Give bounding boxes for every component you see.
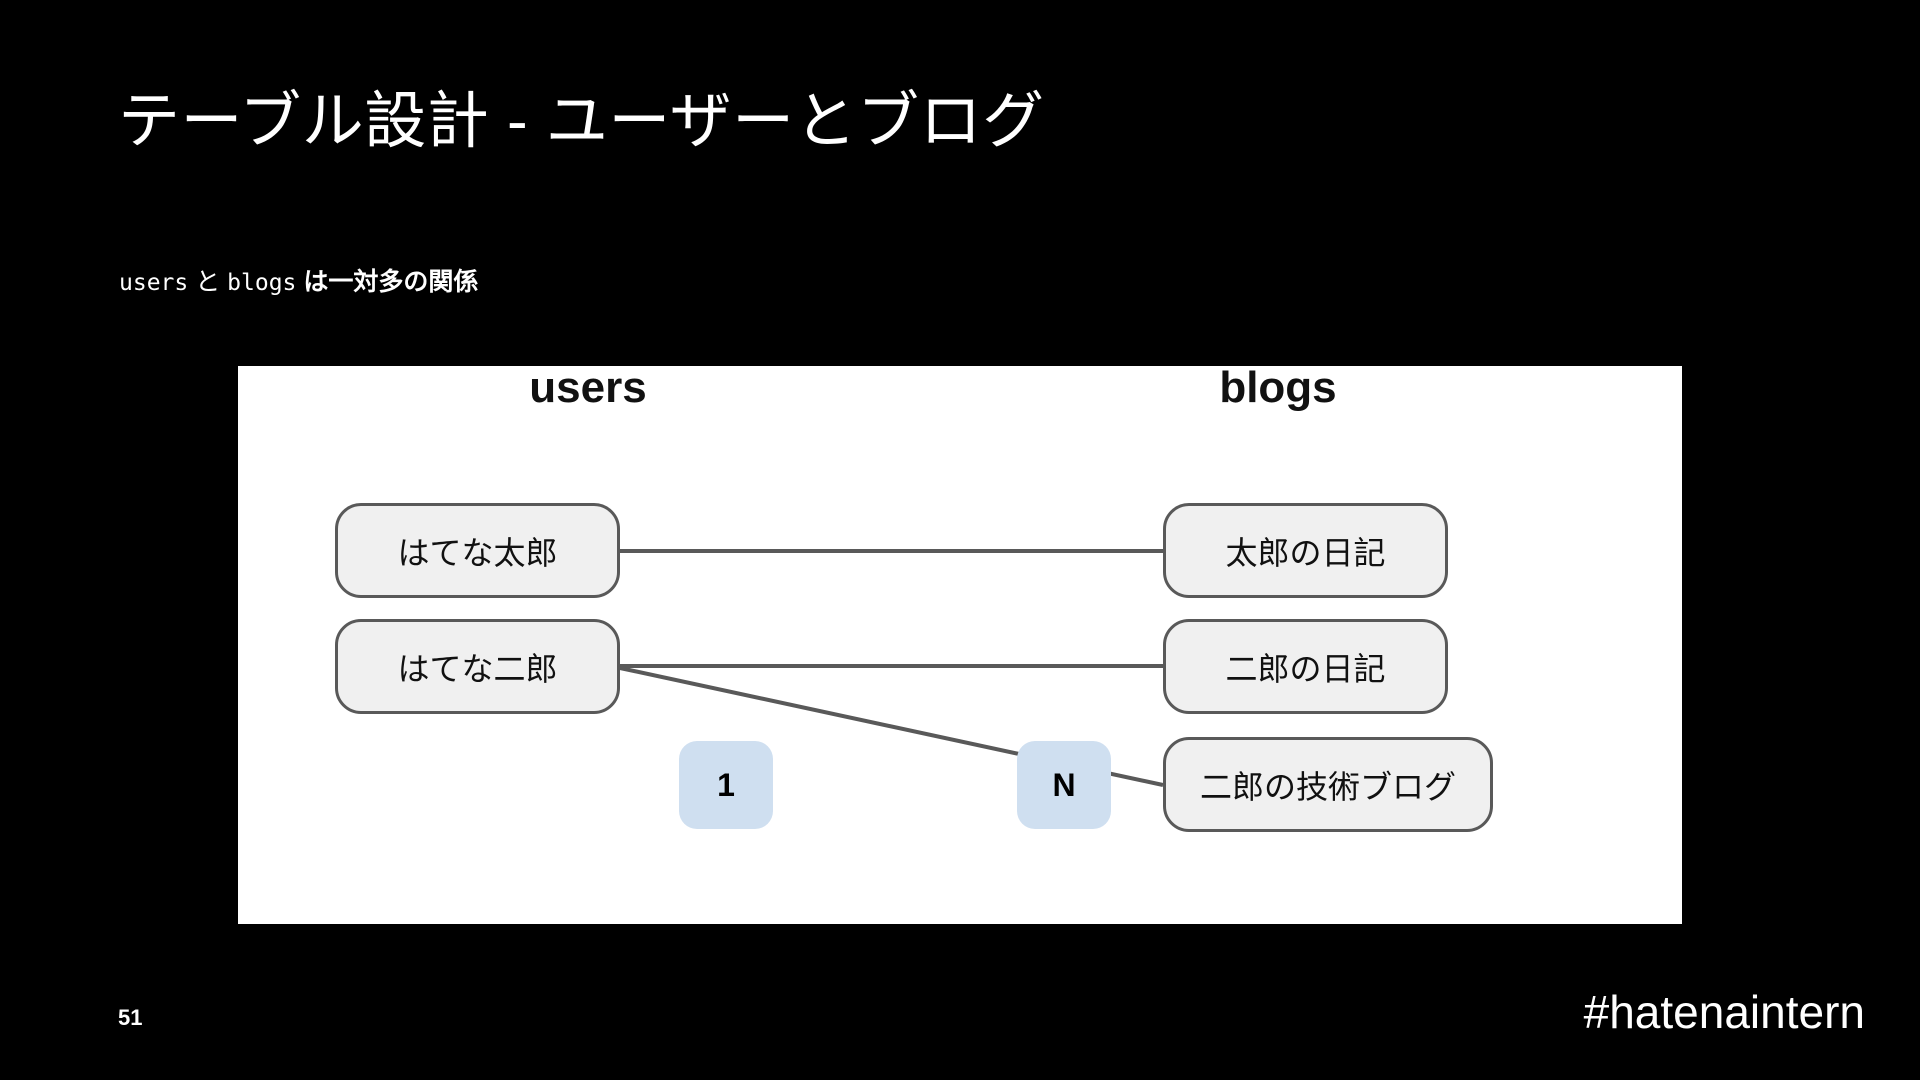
- cardinality-badge-many: N: [1017, 741, 1111, 829]
- page-number: 51: [118, 1005, 143, 1030]
- column-heading-blogs: blogs: [1219, 363, 1337, 412]
- page-title: テーブル設計 - ユーザーとブログ: [118, 87, 1045, 156]
- subtitle-tail: は一対多の関係: [296, 268, 479, 296]
- footer-hashtag: #hatenaintern: [1583, 986, 1865, 1038]
- cardinality-badge-one: 1: [679, 741, 773, 829]
- column-heading-users: users: [529, 363, 647, 412]
- subtitle-code-users: users: [119, 270, 189, 296]
- entity-box-blog-1[interactable]: 太郎の日記: [1163, 503, 1448, 598]
- entity-box-blog-3[interactable]: 二郎の技術ブログ: [1163, 737, 1493, 832]
- subtitle-conjunction: と: [188, 268, 228, 296]
- diagram-panel: users blogs はてな太郎 はてな二郎 太郎の日記 二郎の日記 二郎の技…: [238, 363, 1682, 924]
- entity-box-user-1[interactable]: はてな太郎: [335, 503, 620, 598]
- slide-subtitle: users と blogs は一対多の関係: [119, 262, 478, 298]
- subtitle-code-blogs: blogs: [227, 270, 297, 296]
- entity-box-blog-2[interactable]: 二郎の日記: [1163, 619, 1448, 714]
- entity-box-user-2[interactable]: はてな二郎: [335, 619, 620, 714]
